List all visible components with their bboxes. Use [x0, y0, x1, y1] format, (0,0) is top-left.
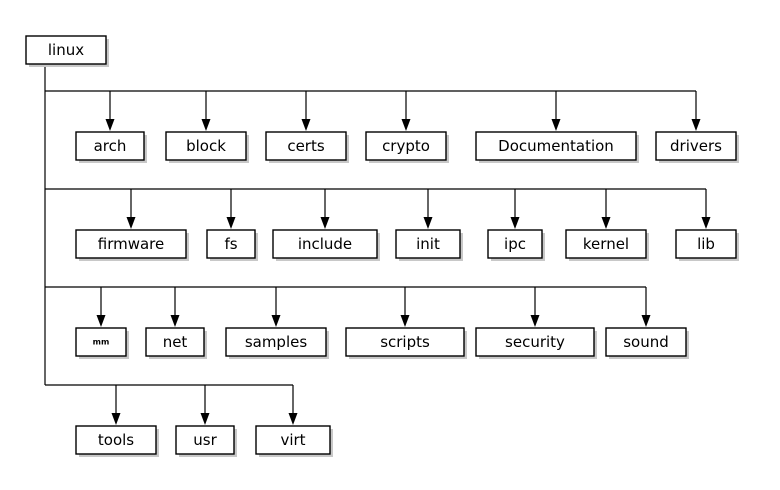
tree-nodes: arch block certs crypto Documentation drivers… — [75, 131, 739, 457]
arrowhead-tools — [111, 413, 121, 425]
arrowhead-ipc — [510, 217, 520, 229]
node-mm: mm — [75, 327, 129, 359]
node-label-samples: samples — [245, 333, 308, 351]
arrowhead-usr — [200, 413, 210, 425]
arrowhead-init — [423, 217, 433, 229]
arrowhead-scripts — [400, 315, 410, 327]
node-label-mm: mm — [93, 338, 110, 347]
node-lib: lib — [675, 229, 739, 261]
node-certs: certs — [265, 131, 349, 163]
node-label-usr: usr — [193, 431, 217, 449]
node-init: init — [395, 229, 463, 261]
node-firmware: firmware — [75, 229, 189, 261]
arrowhead-sound — [641, 315, 651, 327]
node-ipc: ipc — [487, 229, 545, 261]
arrowhead-certs — [301, 119, 311, 131]
node-label-drivers: drivers — [670, 137, 722, 155]
node-label-kernel: kernel — [583, 235, 629, 253]
node-scripts: scripts — [345, 327, 467, 359]
node-label-init: init — [416, 235, 440, 253]
arrowhead-net — [170, 315, 180, 327]
arrowhead-arch — [105, 119, 115, 131]
arrowhead-samples — [271, 315, 281, 327]
node-label-security: security — [505, 333, 565, 351]
arrowhead-security — [530, 315, 540, 327]
node-security: security — [475, 327, 597, 359]
node-crypto: crypto — [365, 131, 449, 163]
node-documentation: Documentation — [475, 131, 639, 163]
node-label-tools: tools — [98, 431, 134, 449]
arrowhead-drivers — [691, 119, 701, 131]
node-sound: sound — [605, 327, 689, 359]
node-label-fs: fs — [224, 235, 237, 253]
arrowhead-block — [201, 119, 211, 131]
arrowhead-include — [320, 217, 330, 229]
arrowhead-firmware — [126, 217, 136, 229]
node-label-arch: arch — [94, 137, 127, 155]
arrowhead-fs — [226, 217, 236, 229]
node-arch: arch — [75, 131, 147, 163]
node-virt: virt — [255, 425, 333, 457]
node-samples: samples — [225, 327, 329, 359]
root-node-label: linux — [48, 41, 84, 59]
arrowhead-mm — [96, 315, 106, 327]
node-label-ipc: ipc — [504, 235, 526, 253]
node-tools: tools — [75, 425, 159, 457]
node-label-firmware: firmware — [98, 235, 165, 253]
arrowhead-kernel — [601, 217, 611, 229]
node-include: include — [272, 229, 380, 261]
root-node-linux: linux — [25, 35, 109, 67]
node-label-include: include — [298, 235, 352, 253]
node-label-lib: lib — [697, 235, 715, 253]
node-fs: fs — [206, 229, 258, 261]
node-usr: usr — [175, 425, 237, 457]
node-label-sound: sound — [623, 333, 669, 351]
node-label-documentation: Documentation — [498, 137, 614, 155]
arrowhead-crypto — [401, 119, 411, 131]
node-label-virt: virt — [280, 431, 305, 449]
arrowhead-documentation — [551, 119, 561, 131]
node-label-block: block — [186, 137, 226, 155]
node-kernel: kernel — [565, 229, 649, 261]
arrowhead-virt — [288, 413, 298, 425]
tree-edges — [44, 64, 711, 425]
node-block: block — [165, 131, 249, 163]
node-label-scripts: scripts — [380, 333, 430, 351]
node-label-net: net — [163, 333, 188, 351]
node-label-crypto: crypto — [382, 137, 430, 155]
node-drivers: drivers — [655, 131, 739, 163]
arrowhead-lib — [701, 217, 711, 229]
node-net: net — [145, 327, 207, 359]
node-label-certs: certs — [287, 137, 325, 155]
